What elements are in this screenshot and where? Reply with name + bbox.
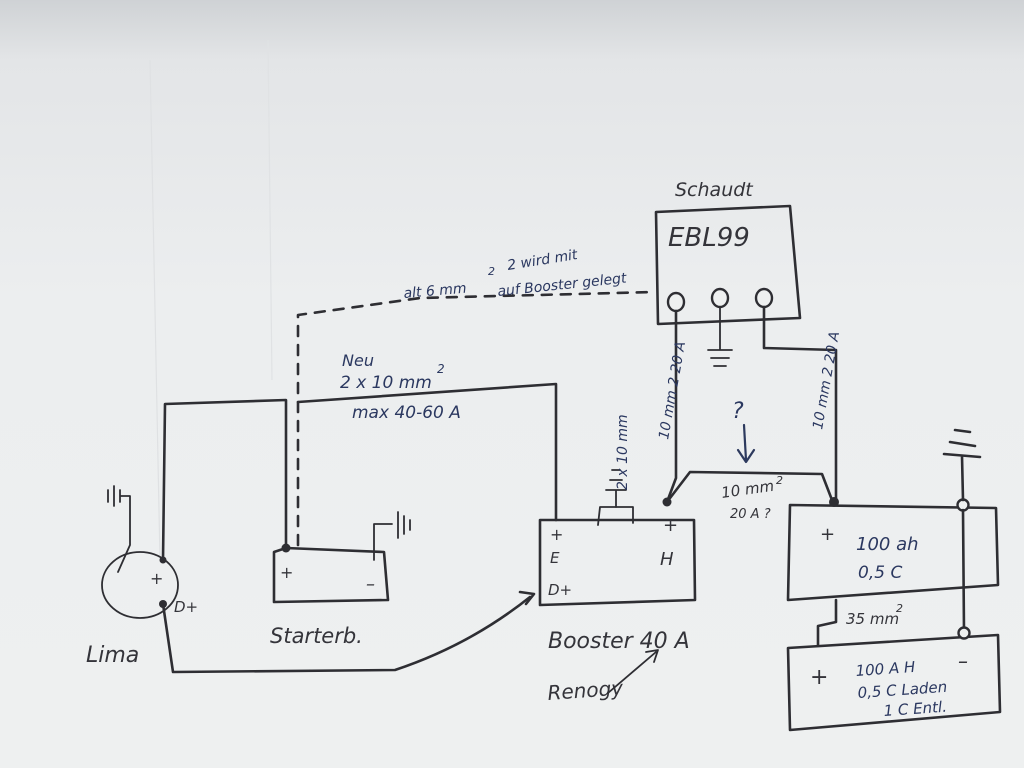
battery1-plus-terminal: [829, 497, 839, 507]
neu-max-label: max 40-60 A: [352, 403, 461, 423]
ebl99-label: EBL99: [668, 223, 750, 253]
cable-35mm-superscript: 2: [896, 602, 903, 615]
booster-dplus-label: D+: [548, 581, 572, 599]
battery2-minus-label: –: [958, 649, 968, 673]
renogy-arrow: [607, 649, 659, 694]
lima-label: Lima: [86, 643, 139, 668]
battery2-rate2: 1 C Entl.: [883, 698, 947, 720]
starter-battery: + – Starterb.: [270, 511, 411, 648]
battery1-rate: 0,5 C: [858, 563, 902, 583]
ground-icon: [942, 428, 982, 502]
wire-old-dashed: [296, 290, 657, 547]
lima-plus-label: +: [150, 569, 163, 588]
ebl-terminal-2: [710, 287, 730, 309]
booster-title: Booster 40 A: [548, 629, 690, 654]
starter-battery-minus-label: –: [366, 574, 375, 595]
schaudt-label: Schaudt: [675, 179, 754, 201]
cable-2x10-label: 2 x 10 mm: [615, 414, 631, 490]
battery-1: + 100 ah 0,5 C: [786, 497, 1000, 602]
ebl-terminal-1: [666, 291, 686, 313]
question-arrow: [736, 423, 756, 464]
note-alt-line1: 2 wird mit: [506, 247, 579, 274]
ebl-box: [654, 204, 802, 326]
booster: + E D+ + H Booster 40 A Renogy: [538, 469, 697, 705]
wire-lima-dplus-to-booster: [161, 595, 532, 674]
battery1-capacity: 100 ah: [856, 534, 919, 555]
booster-plus-label: +: [550, 525, 563, 544]
cable-35mm-label: 35 mm: [846, 610, 899, 628]
cable-middle-superscript: 2: [776, 474, 783, 487]
starter-battery-plus-label: +: [280, 563, 293, 582]
arrow-head: [518, 590, 536, 606]
note-alt-superscript: 2: [488, 265, 495, 278]
schaudt-ebl99: Schaudt EBL99: [654, 179, 802, 367]
ground-icon: [707, 306, 733, 367]
paper-fold-line: [149, 59, 161, 561]
note-alt-line2: alt 6 mm: [403, 281, 467, 302]
neu-cable-superscript: 2: [437, 362, 445, 376]
ground-icon: [605, 469, 627, 508]
battery1-plus-label: +: [820, 524, 835, 545]
ground-icon: [373, 511, 411, 561]
question-mark: ?: [732, 399, 744, 424]
wire-ebl-to-booster: [665, 309, 678, 504]
cable-middle-20a-label: 20 A ?: [730, 507, 771, 522]
ebl-terminal-3: [754, 287, 774, 309]
booster-e-label: E: [550, 549, 560, 567]
wire-ebl-to-battery1: [762, 305, 838, 502]
wire-35mm-link: [816, 598, 838, 647]
battery2-minus-terminal: [957, 626, 971, 640]
ground-icon: [107, 485, 131, 573]
booster-ground-wire: [597, 506, 634, 526]
battery2-capacity: 100 A H: [855, 658, 916, 680]
wire-booster-to-battery1: [665, 470, 834, 504]
cable-left-label: 10 mm 2 20 A: [656, 340, 689, 440]
battery2-plus-label: +: [810, 665, 828, 690]
wire-new-2x10-to-booster: [296, 382, 558, 522]
battery-2: + – 100 A H 0,5 C Laden 1 C Entl.: [786, 626, 1002, 732]
cable-middle-label: 10 mm: [720, 477, 775, 502]
lima-alternator: + D+ Lima: [86, 485, 198, 668]
booster-out-h-label: H: [660, 549, 674, 570]
paper-fold-line: [267, 39, 273, 381]
battery1-box: [786, 503, 1000, 602]
neu-label: Neu: [342, 351, 374, 370]
wire-lima-to-starterbattery: [161, 398, 288, 562]
cable-right-label: 10 mm 2 20 A: [810, 330, 843, 430]
neu-cable-label: 2 x 10 mm: [340, 373, 432, 393]
wire-minus-bus: [961, 508, 966, 634]
booster-box: [538, 518, 697, 607]
booster-out-plus-label: +: [663, 515, 678, 536]
starter-battery-label: Starterb.: [270, 624, 363, 648]
lima-circle: [101, 551, 179, 619]
battery2-box: [786, 633, 1002, 732]
starter-battery-plus-terminal: [281, 543, 291, 553]
lima-dplus-label: D+: [174, 598, 198, 616]
renogy-label: Renogy: [547, 676, 625, 705]
